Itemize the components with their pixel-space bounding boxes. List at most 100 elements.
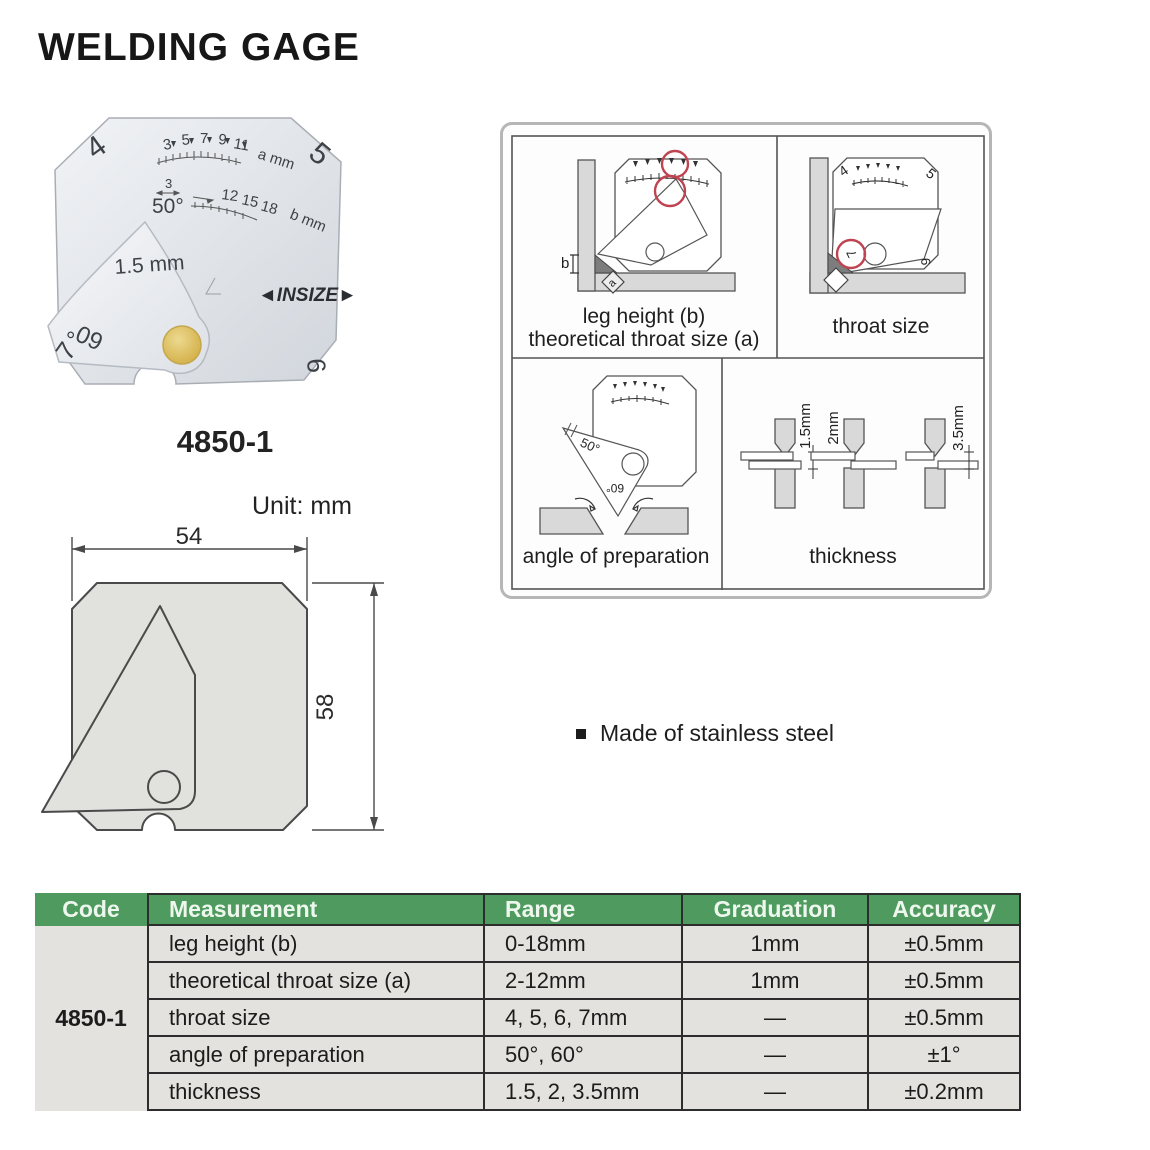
q1-caption-line1: leg height (b) xyxy=(583,305,706,328)
scale-b-15: 15 xyxy=(240,191,260,211)
q4-caption: thickness xyxy=(809,545,897,568)
spec-row1-graduation: 1mm xyxy=(681,963,867,1000)
quadrant-thickness: 1.5mm 2mm 3.5mm thickness xyxy=(740,403,979,568)
q4-label-1: 1.5mm xyxy=(797,403,814,449)
q3-angle-60: 60° xyxy=(606,481,624,495)
feature-line: Made of stainless steel xyxy=(576,720,834,747)
q3-scale-arc xyxy=(610,395,670,405)
spec-row4-graduation: — xyxy=(681,1074,867,1111)
spec-row0-measurement: leg height (b) xyxy=(147,926,483,963)
q4-g2-feeler-upper xyxy=(810,451,856,461)
q1-highlight-circle-bottom xyxy=(653,174,687,208)
q4-g2-feeler-lower xyxy=(850,460,897,470)
q2-corner-6: 6 xyxy=(918,257,934,266)
spec-header-code: Code xyxy=(35,893,147,926)
scale-a-5: 5 xyxy=(181,131,191,149)
spec-row4-accuracy: ±0.2mm xyxy=(867,1074,1021,1111)
q1-rivet-hole xyxy=(645,242,665,262)
square-bullet-icon xyxy=(576,729,586,739)
q3-caption: angle of preparation xyxy=(523,545,710,568)
q3-right-plate xyxy=(623,507,689,535)
spec-row0-graduation: 1mm xyxy=(681,926,867,963)
drawing-rivet-hole xyxy=(147,770,181,804)
q4-g2-top-plate xyxy=(843,418,865,458)
spec-header-accuracy: Accuracy xyxy=(867,893,1021,926)
spec-row4-range: 1.5, 2, 3.5mm xyxy=(483,1074,681,1111)
gold-rivet xyxy=(162,325,202,365)
dimension-drawing: 54 58 xyxy=(41,525,384,831)
q4-g2-bottom-plate xyxy=(843,467,865,509)
width-dimension-label: 54 xyxy=(176,525,203,550)
spec-header-graduation: Graduation xyxy=(681,893,867,926)
spec-header-range: Range xyxy=(483,893,681,926)
scale-a-7: 7 xyxy=(200,130,208,147)
quadrant-angle-of-preparation: 50° 60° angle of preparation xyxy=(523,375,710,568)
height-dimension: 58 xyxy=(312,582,384,831)
q1-caption-line2: theoretical throat size (a) xyxy=(528,328,759,351)
q4-group-2: 2mm xyxy=(810,411,897,509)
q4-g3-feeler-lower xyxy=(937,460,979,470)
scale-b-18: 18 xyxy=(259,198,280,219)
q4-g3-feeler-upper xyxy=(905,451,935,461)
q2-tip-diamond xyxy=(823,267,849,293)
q2-highlight-circle xyxy=(835,238,867,270)
q4-label-2: 2mm xyxy=(825,411,842,444)
spec-row1-accuracy: ±0.5mm xyxy=(867,963,1021,1000)
spec-code-value: 4850-1 xyxy=(35,926,147,1111)
scale-a-arc xyxy=(156,151,242,165)
scale-b-arrows xyxy=(155,190,215,204)
q4-g1-feeler-lower xyxy=(748,460,802,470)
spec-row0-range: 0-18mm xyxy=(483,926,681,963)
spec-row3-accuracy: ±1° xyxy=(867,1037,1021,1074)
q1-a-diamond xyxy=(601,270,625,294)
q4-label-3: 3.5mm xyxy=(950,405,967,451)
scale-b-12: 12 xyxy=(220,186,239,205)
q3-left-plate xyxy=(539,507,605,535)
q4-group-1: 1.5mm xyxy=(740,403,818,509)
q4-g3-bottom-plate xyxy=(924,467,946,509)
quadrant-leg-height: b a leg height (b) theoretical throat si… xyxy=(528,149,760,351)
spec-row3-graduation: — xyxy=(681,1037,867,1074)
spec-table: Code Measurement Range Graduation Accura… xyxy=(35,893,1021,1111)
q4-g1-bottom-plate xyxy=(774,467,796,509)
usage-panel-diagrams: b a leg height (b) theoretical throat si… xyxy=(511,135,985,590)
height-dimension-label: 58 xyxy=(312,694,339,721)
q2-scale-tick-marks xyxy=(856,163,900,171)
q3-arc-arrows xyxy=(574,497,654,512)
spec-row2-range: 4, 5, 6, 7mm xyxy=(483,1000,681,1037)
q3-rivet-hole xyxy=(621,452,645,476)
q2-pointer-plate xyxy=(830,208,942,276)
q2-wall-plate xyxy=(809,157,829,294)
q2-caption: throat size xyxy=(833,315,930,338)
q4-g1-feeler-upper xyxy=(740,451,794,461)
q1-b-dimension-ticks xyxy=(570,254,579,274)
q3-apex-ticks xyxy=(564,422,578,438)
spec-row0-accuracy: ±0.5mm xyxy=(867,926,1021,963)
q4-group-3: 3.5mm xyxy=(905,405,979,509)
brand-logo: ◄INSIZE► xyxy=(258,285,355,306)
spec-row2-graduation: — xyxy=(681,1000,867,1037)
spec-row4-measurement: thickness xyxy=(147,1074,483,1111)
panel-grid-lines xyxy=(511,135,985,590)
q1-scale-tick-marks xyxy=(633,158,698,167)
page-title: WELDING GAGE xyxy=(38,26,360,69)
spec-row3-measurement: angle of preparation xyxy=(147,1037,483,1074)
quadrant-throat-size: 4 5 7 6 throat size xyxy=(809,157,966,338)
product-model: 4850-1 xyxy=(176,424,274,459)
q3-scale-tick-marks xyxy=(613,381,665,392)
width-dimension: 54 xyxy=(71,525,308,601)
usage-panel: b a leg height (b) theoretical throat si… xyxy=(500,122,992,599)
feature-text: Made of stainless steel xyxy=(600,720,834,746)
q1-wall-plate xyxy=(577,159,596,292)
scale-b-start: 3 xyxy=(165,176,172,191)
spec-header-measurement: Measurement xyxy=(147,893,483,926)
q4-g3-dim-ticks xyxy=(964,445,974,479)
drawing-pointer-plate xyxy=(41,605,196,813)
q1-weld-fillet xyxy=(594,253,619,274)
q3-pointer-plate xyxy=(561,426,649,518)
product-photo: 3 5 7 9 11 a mm 3 12 15 18 b mm 50° 4 5 … xyxy=(47,117,355,385)
spec-row1-measurement: theoretical throat size (a) xyxy=(147,963,483,1000)
scale-a-11: 11 xyxy=(232,135,250,154)
spec-row2-accuracy: ±0.5mm xyxy=(867,1000,1021,1037)
q1-pointer-plate xyxy=(596,178,708,266)
